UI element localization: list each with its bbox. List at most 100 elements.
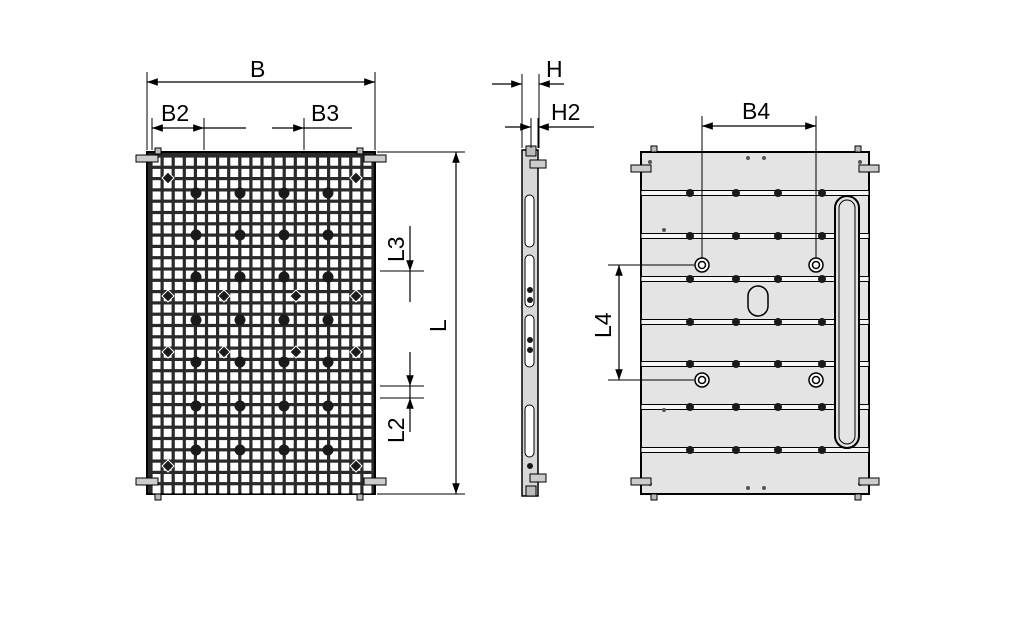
grid-cell bbox=[263, 315, 272, 324]
dim-label-B3: B3 bbox=[311, 100, 339, 126]
grid-cell bbox=[263, 361, 272, 370]
grid-cell bbox=[274, 462, 283, 471]
grid-cell bbox=[363, 451, 372, 460]
dimension-B3: B3 bbox=[272, 100, 352, 150]
grid-cell bbox=[363, 191, 372, 200]
grid-cell bbox=[185, 202, 194, 211]
grid-cell bbox=[163, 281, 172, 290]
grid-cell bbox=[174, 338, 183, 347]
grid-cell bbox=[274, 191, 283, 200]
grid-cell bbox=[219, 406, 228, 415]
dim-label-B2: B2 bbox=[161, 100, 189, 126]
grid-cell bbox=[330, 191, 339, 200]
grid-cell bbox=[285, 293, 294, 302]
grid-cell bbox=[296, 315, 305, 324]
grid-hole bbox=[234, 229, 246, 241]
grid-cell bbox=[163, 417, 172, 426]
grid-cell bbox=[197, 236, 205, 245]
grid-cell bbox=[296, 202, 305, 211]
grid-cell bbox=[319, 327, 327, 336]
grid-cell bbox=[252, 304, 261, 313]
grid-cell bbox=[163, 451, 172, 460]
rear-hole bbox=[732, 232, 740, 240]
grid-cell bbox=[352, 236, 361, 245]
grid-cell bbox=[308, 361, 316, 370]
rear-hole bbox=[818, 360, 826, 368]
grid-cell bbox=[174, 485, 183, 494]
dim-label-B4: B4 bbox=[742, 98, 770, 124]
grid-cell bbox=[174, 406, 183, 415]
grid-cell bbox=[341, 474, 350, 483]
grid-cell bbox=[241, 394, 250, 403]
grid-cell bbox=[208, 361, 216, 370]
grid-hole bbox=[278, 229, 290, 241]
grid-cell bbox=[296, 394, 305, 403]
grid-cell bbox=[241, 270, 250, 279]
grid-cell bbox=[252, 428, 261, 437]
rear-center-slot bbox=[747, 285, 769, 317]
grid-cell bbox=[208, 293, 216, 302]
dim-label-H2: H2 bbox=[551, 99, 580, 125]
grid-cell bbox=[152, 372, 161, 381]
grid-cell bbox=[152, 281, 161, 290]
grid-cell bbox=[219, 236, 228, 245]
grid-cell bbox=[274, 394, 283, 403]
grid-cell bbox=[285, 168, 294, 177]
grid-cell bbox=[319, 304, 327, 313]
rear-corner-pin bbox=[854, 493, 862, 501]
rear-corner-screw bbox=[858, 164, 880, 173]
grid-cell bbox=[152, 304, 161, 313]
grid-cell bbox=[152, 361, 161, 370]
grid-cell bbox=[363, 349, 372, 358]
grid-cell bbox=[252, 270, 261, 279]
grid-cell bbox=[263, 338, 272, 347]
grid-hole bbox=[234, 314, 246, 326]
dim-label-H: H bbox=[546, 56, 563, 82]
grid-cell bbox=[185, 225, 194, 234]
grid-cell bbox=[252, 248, 261, 257]
grid-cell bbox=[263, 180, 272, 189]
grid-cell bbox=[274, 349, 283, 358]
corner-screw bbox=[363, 154, 387, 163]
grid-cell bbox=[185, 406, 194, 415]
grid-cell bbox=[241, 474, 250, 483]
grid-hole bbox=[190, 229, 202, 241]
grid-cell bbox=[296, 428, 305, 437]
grid-cell bbox=[185, 338, 194, 347]
grid-hole bbox=[322, 229, 334, 241]
rear-small-hole bbox=[762, 486, 766, 490]
grid-cell bbox=[185, 315, 194, 324]
dimension-L: L bbox=[377, 151, 465, 495]
grid-cell bbox=[241, 372, 250, 381]
grid-cell bbox=[152, 451, 161, 460]
grid-cell bbox=[330, 270, 339, 279]
grid-cell bbox=[285, 270, 294, 279]
rear-hole bbox=[686, 360, 694, 368]
grid-hole bbox=[322, 271, 334, 283]
grid-cell bbox=[319, 236, 327, 245]
grid-cell bbox=[319, 462, 327, 471]
grid-cell bbox=[197, 304, 205, 313]
grid-cell bbox=[163, 428, 172, 437]
grid-cell bbox=[219, 474, 228, 483]
grid-cell bbox=[319, 406, 327, 415]
grid-cell bbox=[252, 281, 261, 290]
grid-cell bbox=[263, 157, 272, 166]
grid-cell bbox=[241, 191, 250, 200]
grid-cell bbox=[308, 383, 316, 392]
grid-cell bbox=[308, 168, 316, 177]
grid-cell bbox=[152, 168, 161, 177]
grid-cell bbox=[252, 327, 261, 336]
grid-cell bbox=[319, 428, 327, 437]
rear-hole bbox=[818, 232, 826, 240]
grid-cell bbox=[341, 281, 350, 290]
grid-cell bbox=[308, 236, 316, 245]
side-lever-bottom bbox=[529, 473, 547, 483]
grid-cell bbox=[185, 462, 194, 471]
grid-cell bbox=[285, 225, 294, 234]
grid-cell bbox=[363, 417, 372, 426]
grid-cell bbox=[296, 440, 305, 449]
grid-cell bbox=[185, 327, 194, 336]
grid-cell bbox=[341, 180, 350, 189]
rear-locating-bushes bbox=[694, 257, 824, 388]
